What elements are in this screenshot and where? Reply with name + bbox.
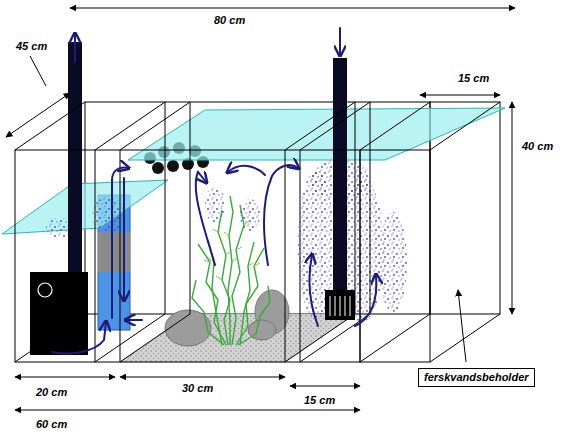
- flow-arrows: [339, 28, 341, 55]
- plants: [208, 240, 222, 345]
- water-surface: [128, 108, 505, 160]
- bio-balls: [152, 162, 164, 174]
- flow-arrows: [264, 165, 298, 265]
- dimension-lines: [6, 8, 515, 410]
- skimmer-bubbles: [240, 199, 260, 231]
- return-pump: [38, 283, 52, 297]
- dimension-label: 45 cm: [14, 40, 49, 53]
- skimmer-tube: [333, 58, 347, 294]
- dimension-label: 20 cm: [34, 386, 69, 399]
- flow-arrows: [112, 168, 128, 319]
- skimmer-bubbles: [379, 212, 407, 312]
- container-label: ferskvandsbeholder: [424, 371, 529, 384]
- return-pump: [30, 42, 88, 355]
- container-label-box: ferskvandsbeholder: [418, 368, 535, 387]
- skimmer-bubbles: [46, 158, 407, 322]
- dimension-lines: [512, 102, 513, 314]
- dimension-label: 80 cm: [212, 14, 247, 27]
- plants: [236, 248, 264, 345]
- dimension-label: 15 cm: [302, 394, 337, 407]
- flow-arrows: [52, 322, 106, 354]
- dimension-label: 15 cm: [456, 72, 491, 85]
- bio-balls: [167, 160, 179, 172]
- dimension-lines: [6, 93, 70, 137]
- skimmer-bubbles: [92, 197, 124, 233]
- skimmer-tube: [325, 58, 355, 320]
- dimension-lines: [15, 377, 115, 378]
- return-pump: [30, 272, 88, 355]
- dimension-label: 30 cm: [180, 382, 215, 395]
- leader-line: [458, 290, 466, 362]
- dimension-label: 40 cm: [520, 140, 555, 153]
- flow-arrows: [52, 28, 376, 354]
- return-pump: [68, 42, 82, 274]
- tank-glass: [15, 102, 500, 362]
- tank-glass: [15, 102, 500, 362]
- leader-line: [458, 290, 466, 362]
- flow-arrows: [355, 275, 376, 326]
- flow-arrows: [74, 34, 76, 62]
- plants: [192, 280, 224, 345]
- dimension-lines: [30, 56, 46, 86]
- dimension-lines: [290, 386, 360, 387]
- plants: [240, 242, 254, 345]
- plants: [218, 210, 230, 345]
- flow-arrows: [228, 166, 265, 175]
- flow-arrows: [196, 172, 215, 265]
- tank-glass: [120, 102, 190, 362]
- flow-arrows: [126, 319, 142, 321]
- plants: [192, 196, 270, 345]
- plants: [198, 244, 226, 345]
- skimmer-bubbles: [205, 187, 225, 223]
- flow-arrows: [123, 178, 125, 300]
- dimension-lines: [120, 377, 285, 378]
- tank-glass: [15, 150, 360, 362]
- dimension-label: 60 cm: [34, 418, 69, 431]
- dimension-lines: [15, 410, 360, 411]
- dimension-lines: [420, 95, 500, 96]
- water-surface: [2, 180, 168, 234]
- skimmer-tube: [330, 296, 350, 316]
- plants: [228, 196, 233, 345]
- dimension-lines: [70, 8, 515, 9]
- tank-glass: [285, 102, 355, 362]
- skimmer-tube: [325, 290, 355, 320]
- filter-media: [98, 232, 130, 272]
- flow-arrows: [310, 255, 318, 326]
- plants: [238, 286, 270, 345]
